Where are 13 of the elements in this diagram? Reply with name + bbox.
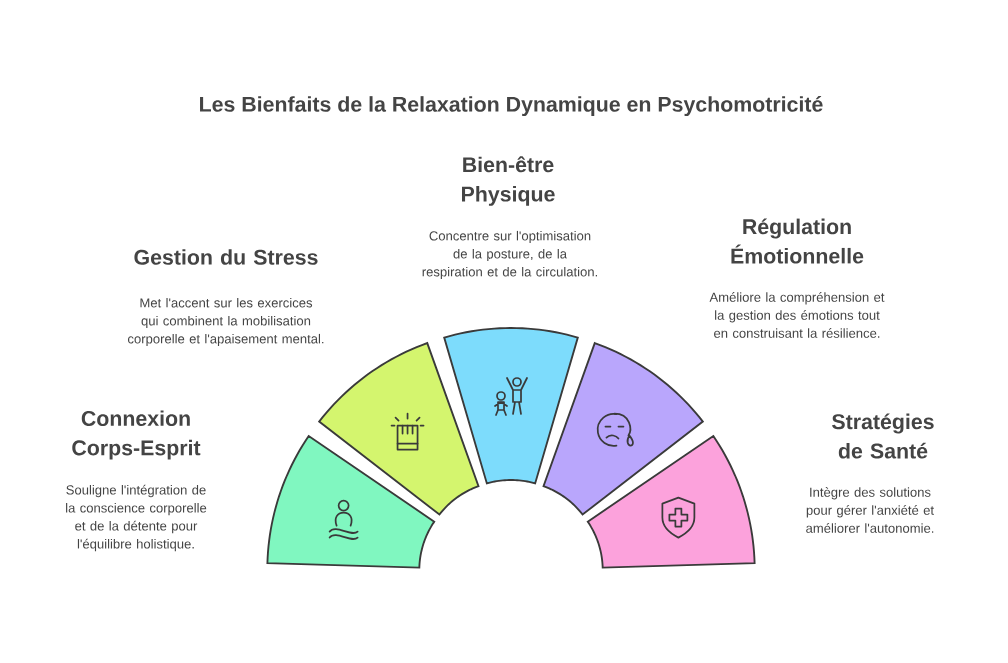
segment-description: Souligne l'intégration de la conscience corporelle et de la détente pour l'équilibre holistique. xyxy=(66,484,207,552)
segment-description: Concentre sur l'optimisation de la posture, de la respiration et de la circulation. xyxy=(422,230,597,280)
segment-description: Met l'accent sur les exercices qui combinent la mobilisation corporelle et l'apaisement mental. xyxy=(128,297,324,347)
fan-segment xyxy=(443,327,579,485)
segment-heading: Régulation Émotionnelle xyxy=(731,218,864,264)
segment-heading: Gestion du Stress xyxy=(134,249,318,265)
segment-heading: Stratégies de Santé xyxy=(832,413,934,459)
segment-description: Améliore la compréhension et la gestion des émotions tout en construisant la résilience. xyxy=(709,292,885,338)
title: Les Bienfaits de la Relaxation Dynamique en Psychomotricité xyxy=(200,95,823,117)
segment-heading: Bien-être Physique xyxy=(462,156,555,206)
segment-description: Intègre des solutions pour gérer l'anxiété et améliorer l'autonomie. xyxy=(806,487,934,533)
segment-heading: Connexion Corps-Esprit xyxy=(72,410,201,460)
fan-segment xyxy=(266,434,436,569)
